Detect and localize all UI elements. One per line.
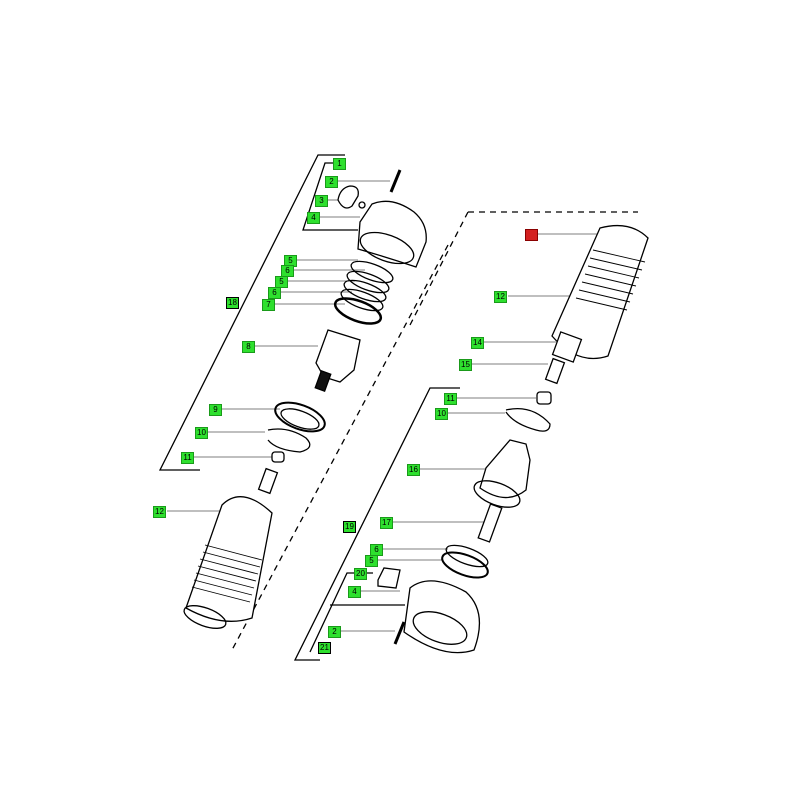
collar-part xyxy=(357,200,427,268)
shaft-part-right xyxy=(544,357,566,385)
callout-5[interactable]: 5 xyxy=(365,555,378,567)
left-group-bracket xyxy=(158,154,358,471)
highlighted-marker[interactable] xyxy=(525,229,538,241)
callout-9[interactable]: 9 xyxy=(209,404,222,416)
callout-4[interactable]: 4 xyxy=(348,586,361,598)
threaded-housing-part-left xyxy=(183,467,279,629)
ball-part xyxy=(358,201,366,209)
callout-14[interactable]: 14 xyxy=(471,337,484,349)
gear-carrier-part xyxy=(314,329,361,393)
spring-part xyxy=(551,331,583,363)
callout-group-18[interactable]: 18 xyxy=(226,297,239,309)
latch-part xyxy=(337,185,359,209)
callout-5[interactable]: 5 xyxy=(275,276,288,288)
callout-15[interactable]: 15 xyxy=(459,359,472,371)
callout-10[interactable]: 10 xyxy=(195,427,208,439)
callout-6[interactable]: 6 xyxy=(268,287,281,299)
collar-part-right xyxy=(403,580,480,654)
rings-pair xyxy=(441,544,489,579)
callout-12[interactable]: 12 xyxy=(153,506,166,518)
callout-4[interactable]: 4 xyxy=(307,212,320,224)
callout-12[interactable]: 12 xyxy=(494,291,507,303)
callout-group-19[interactable]: 19 xyxy=(343,521,356,533)
latch-part-right xyxy=(377,567,401,589)
callout-3[interactable]: 3 xyxy=(315,195,328,207)
callout-2[interactable]: 2 xyxy=(328,626,341,638)
pin-part xyxy=(389,169,402,193)
callout-7[interactable]: 7 xyxy=(262,299,275,311)
callout-group-21[interactable]: 21 xyxy=(318,642,331,654)
callout-1[interactable]: 1 xyxy=(333,158,346,170)
callout-16[interactable]: 16 xyxy=(407,464,420,476)
pin-part-right xyxy=(393,621,406,645)
callout-10[interactable]: 10 xyxy=(435,408,448,420)
rings-stack xyxy=(333,260,394,325)
nut-part-right xyxy=(536,391,552,405)
callout-8[interactable]: 8 xyxy=(242,341,255,353)
callout-20[interactable]: 20 xyxy=(354,568,367,580)
leader-lines xyxy=(167,180,600,632)
shaft-part-center xyxy=(477,503,503,543)
callout-11[interactable]: 11 xyxy=(444,393,457,405)
bearing-ring-part xyxy=(274,401,326,433)
gear-carrier-part-right xyxy=(473,439,531,508)
callout-17[interactable]: 17 xyxy=(380,517,393,529)
circlip-part xyxy=(267,428,311,453)
callout-2[interactable]: 2 xyxy=(325,176,338,188)
callout-11[interactable]: 11 xyxy=(181,452,194,464)
circlip-part-right xyxy=(505,407,551,432)
nut-part xyxy=(271,451,285,463)
